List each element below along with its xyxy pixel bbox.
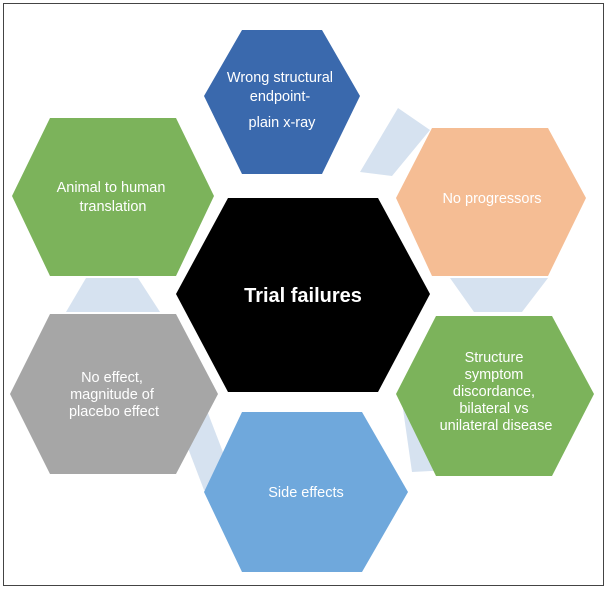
hex-label-no-effect: No effect, magnitude of placebo effect [69,370,159,420]
hex-no-progressors: No progressors [396,128,586,276]
hex-animal-to-human: Animal to human translation [12,118,214,276]
hex-wrong-structural-endpoint: Wrong structural endpoint- plain x-ray [204,30,360,174]
hex-label-no-progressors: No progressors [442,191,541,207]
hex-shape-no-progressors [396,128,586,276]
hex-label-structure-symptom: Structure symptom discordance, bilateral… [440,350,553,434]
connector-top-to-right [360,108,430,176]
hex-shape-side-effects [204,412,408,572]
hex-structure-symptom: Structure symptom discordance, bilateral… [396,316,594,476]
hex-shape-animal-to-human [12,118,214,276]
hex-trial-failures: Trial failures [176,198,430,392]
hex-shape-trial-failures [176,198,430,392]
hex-label-side-effects: Side effects [268,485,344,501]
hex-shape-structure-symptom [396,316,594,476]
connector-right-to-lower-right [450,278,548,312]
hex-label-animal-to-human: Animal to human translation [57,180,170,215]
connector-left-to-upper-left [66,278,160,312]
hex-shape-wrong-structural-endpoint [204,30,360,174]
hex-no-effect: No effect, magnitude of placebo effect [10,314,218,474]
center-label: Trial failures [244,285,362,307]
hex-label-wrong-structural-endpoint: Wrong structural endpoint- plain x-ray [227,70,337,131]
hex-side-effects: Side effects [204,412,408,572]
hex-shape-no-effect [10,314,218,474]
